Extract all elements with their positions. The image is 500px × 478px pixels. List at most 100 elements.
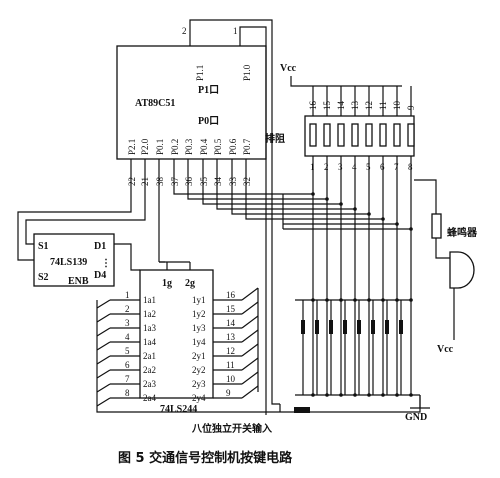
wire-p2-1 [17,159,132,261]
buffer-input-pin-number: 5 [125,346,130,356]
buffer-output-name: 2y4 [192,393,206,403]
buffer-input-branch [96,341,111,351]
mcu-pin-num-1: 1 [233,26,238,36]
buzzer-label: 蜂鸣器 [447,226,478,239]
mcu-pin-num-38: 38 [155,177,165,187]
buffer-2g: 2g [185,278,195,289]
decoder-s2: S2 [38,272,49,283]
mcu-pin-num-36: 36 [184,177,194,187]
mcu-pin-p0-6: P0.6 [228,138,238,155]
wire-p0-6 [231,159,283,215]
vcc-bottom-label: Vcc [437,344,454,355]
switch-matrix [282,192,420,397]
junction-dot [367,212,371,216]
mcu-p1-label: P1口 [198,85,219,96]
wire-buzzer-res [435,238,450,259]
junction-dot [381,217,385,221]
buffer-output-branch [241,287,259,301]
mcu-pin-num-32: 32 [242,177,252,186]
resnet-top-pin: 16 [308,101,318,111]
resnet-top-pin: 11 [378,101,388,110]
input-switch: 八位独立开关输入 [191,404,320,435]
mcu-pin-num-22: 22 [127,177,137,186]
wire-input-bus [96,300,290,413]
key-switch [329,320,333,334]
wire-vcc-top [290,76,402,87]
wire-p2-0 [25,159,146,245]
mcu-body [116,45,267,160]
resistor-network-label: 排阻 [265,132,285,145]
buffer-output-name: 1y1 [192,295,206,305]
junction-dot [409,227,413,231]
buffer-input-name: 1a1 [143,295,156,305]
buffer-1g: 1g [162,278,172,289]
wire-p0-4 [202,159,283,205]
buffer-output-name: 1y3 [192,323,206,333]
buffer-input-pin-number: 7 [125,374,130,384]
switch-input-label: 八位独立开关输入 [191,422,272,435]
key-switch [399,320,403,334]
resnet-top-pin: 15 [322,101,332,111]
mcu-pin-num-34: 34 [213,177,223,187]
figure-caption: 图 5 交通信号控制机按键电路 [118,450,293,466]
decoder-d1: D1 [94,241,106,252]
buffer-output-branch [241,315,259,329]
mcu-pin-p2-1: P2.1 [127,139,137,155]
decoder-dots: ⋮ [101,258,111,269]
buffer-input-branch [96,327,111,337]
resnet-resistor [337,123,345,147]
mcu-pin-p1-1: P1.1 [195,65,205,81]
mcu-pin-p0-3: P0.3 [184,138,194,155]
key-switch [385,320,389,334]
mcu-pin-num-37: 37 [170,177,180,187]
buffer-input-name: 2a1 [143,351,156,361]
mcu-pin-num-2: 2 [182,26,187,36]
junction-dot [311,192,315,196]
buffer-input-pin-number: 8 [125,388,130,398]
resnet-resistor [351,123,359,147]
key-switch [371,320,375,334]
wire-p1-1 [189,19,280,405]
wire-buffer-g [159,261,191,270]
buffer-output-branch [241,385,259,399]
resnet-top-pin: 10 [392,101,402,111]
junction-dot [339,202,343,206]
resnet-top-pin: 13 [350,101,360,111]
ground: GND [320,395,430,423]
buffer-input-branch [96,397,111,407]
key-switch [315,320,319,334]
buffer-name: 74LS244 [160,404,197,415]
resnet-resistor [323,123,331,147]
mcu-pin-p0-1: P0.1 [155,139,165,155]
buffer-output-name: 2y2 [192,365,206,375]
buffer-input-name: 1a3 [143,323,156,333]
resnet-resistor [407,123,415,147]
buffer-output-name: 1y2 [192,309,206,319]
buffer-input-name: 2a4 [143,393,156,403]
buffer-output-pin-number: 11 [226,360,235,370]
buffer-input-name: 1a4 [143,337,156,347]
buzzer-resistor [431,213,442,239]
wire-p1-0 [239,26,267,415]
buffer-output-branch [241,301,259,315]
buffer-output-name: 2y3 [192,379,206,389]
buffer-output-pin-number: 12 [226,346,235,356]
resnet-bottom-pin: 2 [324,162,329,172]
vcc-top-label: Vcc [280,63,297,74]
buffer-input-pin-number: 6 [125,360,130,370]
buffer-output-branch [241,343,259,357]
wire-p0-1 [158,159,165,263]
key-switch [343,320,347,334]
mcu-chip: AT89C51 P1口 P0口 P1.1 P1.0 2 1 P2.1 P2.0 … [116,26,267,187]
mcu-pin-p0-7: P0.7 [242,138,252,155]
buffer-input-pin-number: 1 [125,290,130,300]
decoder-enb: ENB [68,276,89,287]
buffer-input-name: 1a2 [143,309,156,319]
wire-p0-5 [216,159,283,210]
wire-p0-7 [245,159,283,220]
wire-p0-3 [187,159,283,200]
buffer-input-branch [96,355,111,365]
